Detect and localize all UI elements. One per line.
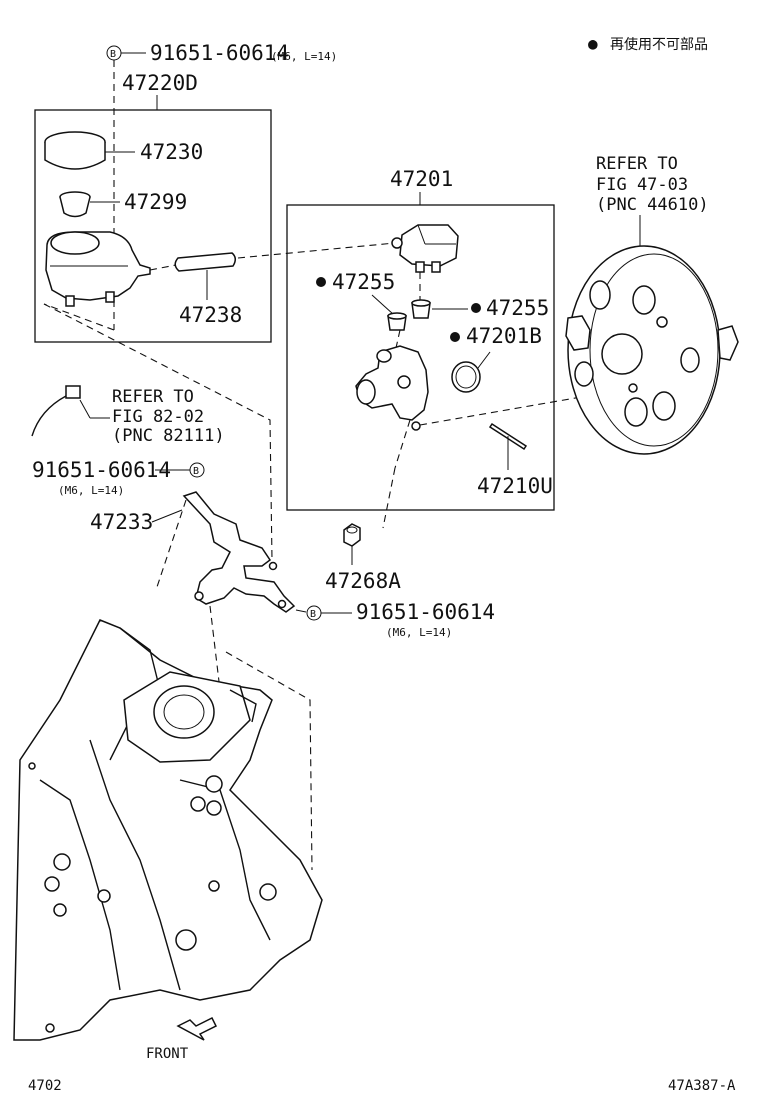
strainer-part-number: 47299 <box>124 190 187 214</box>
refer-sensor-line3: (PNC 82111) <box>112 426 225 446</box>
grommet-right-part-number: 47255 <box>486 296 549 320</box>
refer-sensor-line2: FIG 82-02 <box>112 407 204 427</box>
cap-part-number: 47230 <box>140 140 203 164</box>
reservoir-assembly-box <box>34 109 272 343</box>
grommet-left[interactable]: 47255 <box>316 270 407 331</box>
nut-part-number: 47268A <box>325 569 401 593</box>
pin[interactable]: 47210U <box>477 422 553 498</box>
refer-booster-note[interactable]: REFER TO FIG 47-03 (PNC 44610) <box>596 154 709 250</box>
front-label: FRONT <box>146 1046 189 1062</box>
master-cylinder-fitting[interactable] <box>391 224 459 273</box>
brake-booster[interactable] <box>565 245 739 455</box>
bolt-left-part-number: 91651-60614 <box>32 458 171 482</box>
reservoir-tank[interactable] <box>45 231 151 307</box>
non-reusable-bullet-icon <box>471 303 481 313</box>
nut[interactable]: 47268A <box>325 523 401 593</box>
bolt-lower-part-number: 91651-60614 <box>356 600 495 624</box>
grommet-left-part-number: 47255 <box>332 270 395 294</box>
legend: ● 再使用不可部品 <box>588 34 708 53</box>
non-reusable-bullet-icon <box>450 332 460 342</box>
reservoir-hose[interactable]: 47238 <box>174 252 242 327</box>
master-cylinder-label: 47201 <box>390 167 453 191</box>
bolt-symbol-letter: B <box>310 609 316 620</box>
assy-reservoir-label: 47220D <box>122 71 198 95</box>
bolt-symbol-letter: B <box>110 49 116 60</box>
reservoir-cap[interactable]: 47230 <box>44 131 203 170</box>
grommet-right[interactable]: 47255 <box>411 296 549 320</box>
refer-booster-line2: FIG 47-03 <box>596 175 688 195</box>
pin-part-number: 47210U <box>477 474 553 498</box>
refer-sensor-note[interactable]: REFER TO FIG 82-02 (PNC 82111) <box>90 387 225 446</box>
bolt-top[interactable]: B 91651-60614 (M6, L=14) <box>106 41 337 65</box>
footer-left-code: 4702 <box>28 1078 62 1094</box>
bolt-lower-spec: (M6, L=14) <box>386 626 452 639</box>
master-cylinder-body[interactable] <box>355 345 429 431</box>
hose-part-number: 47238 <box>179 303 242 327</box>
bolt-symbol-icon <box>189 462 205 478</box>
legend-text: 再使用不可部品 <box>610 36 708 53</box>
bolt-symbol-letter: B <box>193 466 199 477</box>
oring[interactable]: 47201B <box>450 324 542 393</box>
bolt-left[interactable]: 91651-60614 (M6, L=14) B <box>32 458 205 497</box>
bolt-lower[interactable]: B 91651-60614 (M6, L=14) <box>295 600 495 639</box>
front-direction: FRONT <box>146 1016 218 1062</box>
refer-booster-line1: REFER TO <box>596 154 678 174</box>
reservoir-strainer[interactable]: 47299 <box>59 190 187 218</box>
bolt-left-spec: (M6, L=14) <box>58 484 124 497</box>
footer-right-code: 47A387-A <box>668 1078 736 1094</box>
refer-booster-line3: (PNC 44610) <box>596 195 709 215</box>
master-cylinder-box <box>286 204 555 511</box>
vehicle-body-panel <box>13 619 323 1041</box>
bolt-top-spec: (M6, L=14) <box>271 50 337 63</box>
sensor-wire <box>31 385 91 437</box>
front-arrow-icon <box>176 1016 218 1041</box>
refer-sensor-line1: REFER TO <box>112 387 194 407</box>
bolt-top-part-number: 91651-60614 <box>150 41 289 65</box>
legend-bullet: ● <box>588 34 598 53</box>
bracket-part-number: 47233 <box>90 510 153 534</box>
bracket[interactable]: 47233 <box>90 491 296 613</box>
oring-part-number: 47201B <box>466 324 542 348</box>
non-reusable-bullet-icon <box>316 277 326 287</box>
